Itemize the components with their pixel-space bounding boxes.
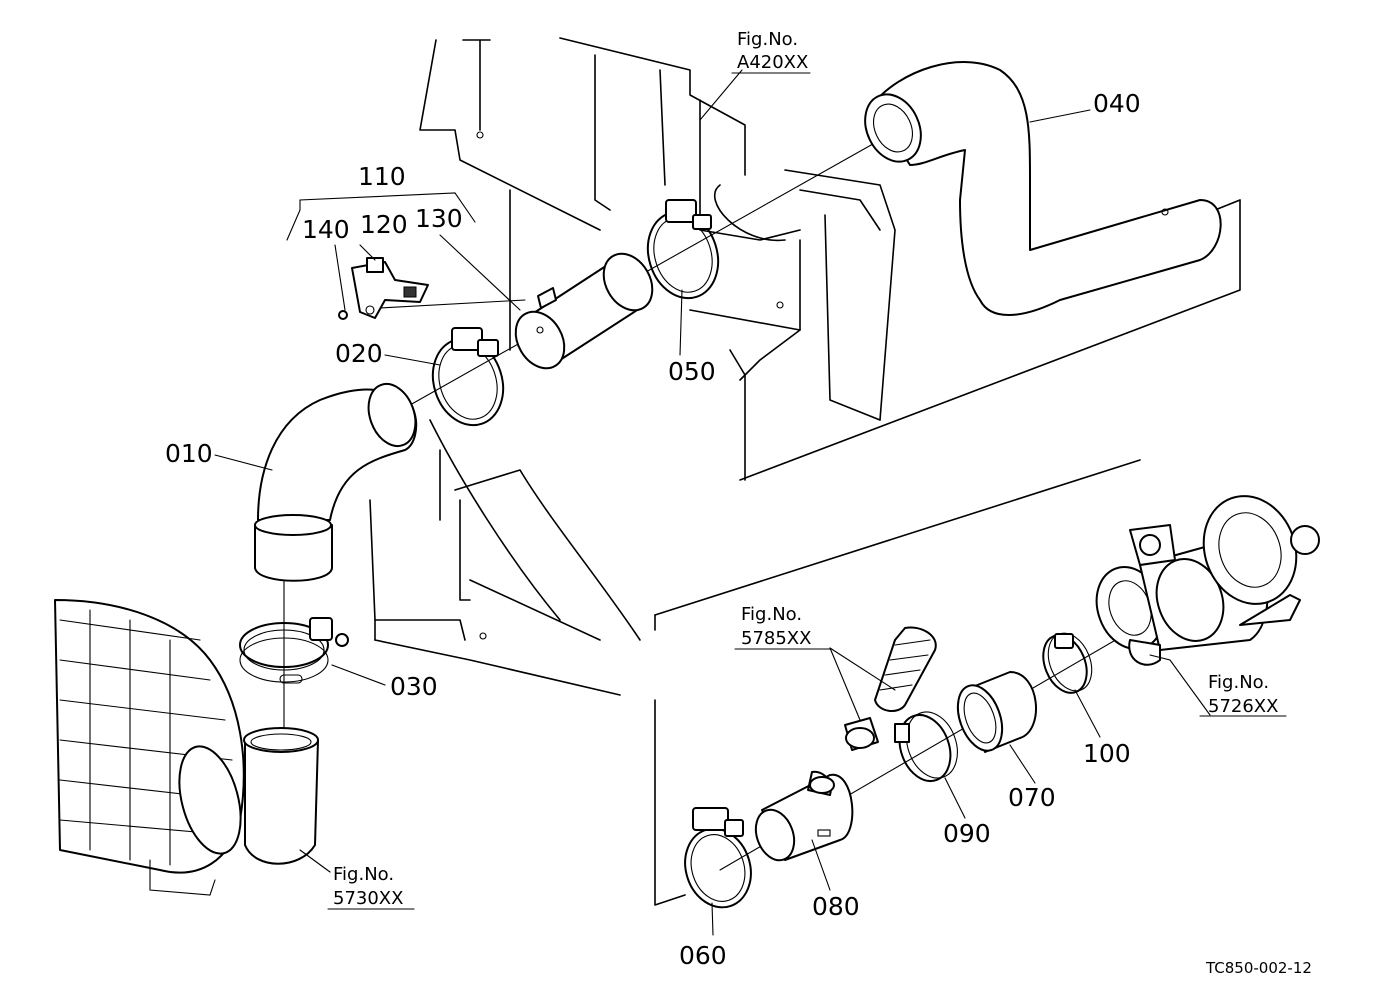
label-060: 060 [679,941,727,970]
leader-lines [214,69,1211,936]
label-040: 040 [1093,89,1141,118]
drawing-code: TC850-002-12 [1205,959,1312,977]
figure-ref-5785xx[interactable]: Fig.No. 5785XX [734,604,831,650]
figure-ref-5730xx-prefix: Fig.No. [333,864,394,885]
figure-ref-5726xx-prefix: Fig.No. [1208,672,1269,693]
label-110: 110 [358,162,406,191]
clamp-020 [431,327,505,427]
clamp-100 [1042,632,1093,694]
label-090: 090 [943,819,991,848]
label-080: 080 [812,892,860,921]
pipe-040 [864,61,1222,316]
label-070: 070 [1008,783,1056,812]
label-120: 120 [360,210,408,239]
figure-ref-a420xx-prefix: Fig.No. [737,29,798,50]
label-100: 100 [1083,739,1131,768]
hose-5785 [844,626,937,751]
label-020: 020 [335,339,383,368]
turbocharger-assembly [1095,495,1320,666]
label-130: 130 [415,204,463,233]
t-pipe-080 [754,770,854,862]
sensor-pipe-130 [514,252,654,370]
clamp-030 [239,617,349,684]
figure-ref-a420xx-number[interactable]: A420XX [737,52,808,73]
figure-ref-5785xx-prefix: Fig.No. [741,604,802,625]
air-cleaner-assembly [54,599,319,896]
frame-structure [369,37,1241,906]
air-flow-sensor-120 [338,257,429,320]
figure-ref-a420xx[interactable]: Fig.No. A420XX [731,29,811,74]
clamp-050 [646,199,720,300]
figure-ref-5726xx-number[interactable]: 5726XX [1208,696,1278,717]
part-labels: 040 050 020 010 030 110 120 130 140 060 … [165,89,1141,970]
label-010: 010 [165,439,213,468]
figure-ref-5785xx-number[interactable]: 5785XX [741,628,811,649]
label-140: 140 [302,215,350,244]
figure-ref-5726xx[interactable]: Fig.No. 5726XX [1199,672,1287,717]
label-030: 030 [390,672,438,701]
clamp-060 [684,807,752,909]
figure-ref-5730xx[interactable]: Fig.No. 5730XX [327,864,415,910]
label-050: 050 [668,357,716,386]
reducer-070 [956,671,1037,753]
elbow-010 [254,383,418,582]
clamp-090 [894,711,958,782]
figure-ref-5730xx-number[interactable]: 5730XX [333,888,403,909]
